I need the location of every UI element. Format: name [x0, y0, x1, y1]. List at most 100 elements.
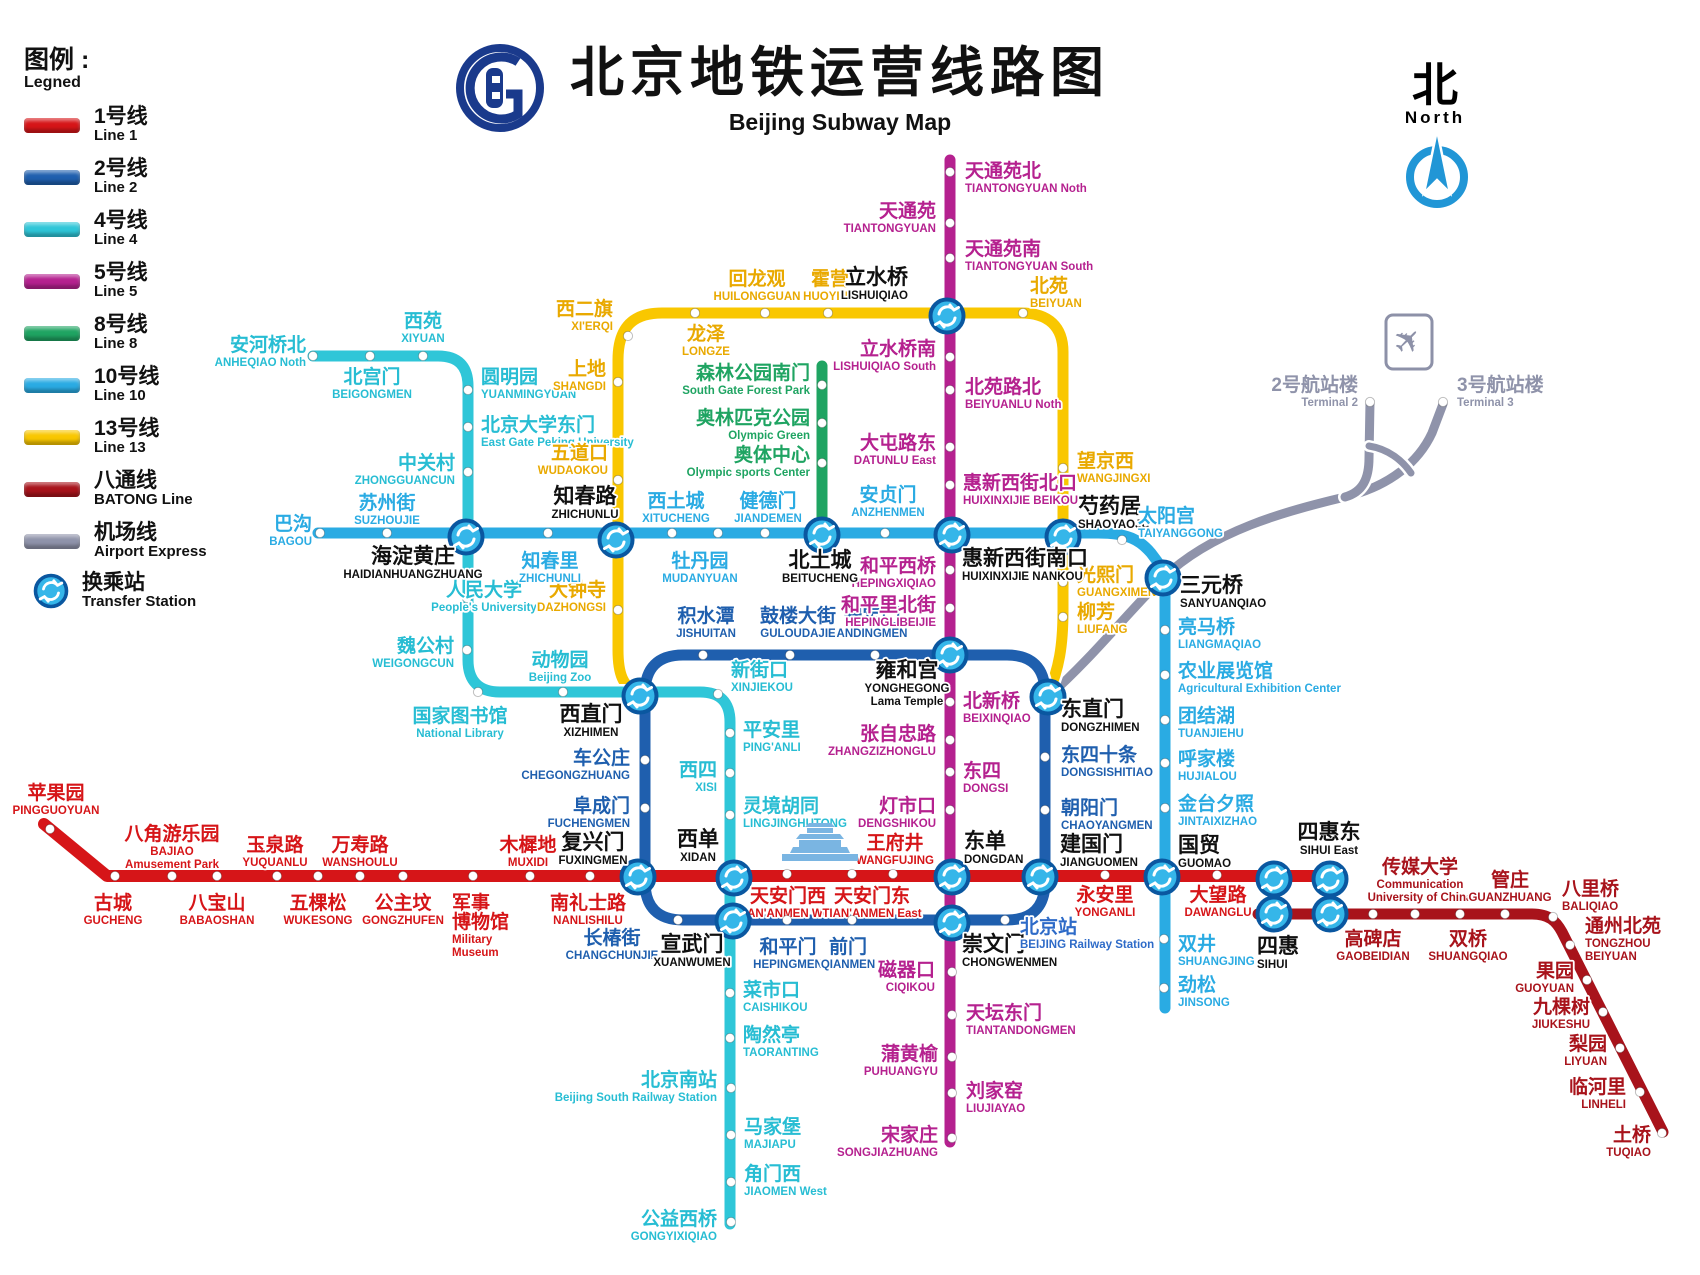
station-dot [1099, 869, 1111, 881]
station-dot [1634, 1086, 1646, 1098]
north-compass-icon [1406, 129, 1468, 208]
station-dot [557, 686, 569, 698]
station-dot [307, 350, 319, 362]
station-dot [724, 727, 736, 739]
station-dot [467, 870, 479, 882]
station-dot [879, 527, 891, 539]
station-dot [622, 330, 634, 342]
station-dot [697, 649, 709, 661]
station-dot [1547, 911, 1559, 923]
station-dot [166, 870, 178, 882]
beijing-subway-logo [456, 44, 544, 132]
station-dot [725, 1216, 737, 1228]
station-dot [639, 754, 651, 766]
legend-color-swatch [24, 429, 80, 445]
legend-item-en: Line 10 [94, 387, 146, 405]
legend-item-en: Line 2 [94, 179, 138, 197]
legend-transfer-en: Transfer Station [82, 593, 197, 611]
station-dot [639, 802, 651, 814]
station-dot [759, 527, 771, 539]
station-dot [725, 1176, 737, 1188]
legend-item-cn: 八通线 [94, 469, 157, 493]
page-subtitle: Beijing Subway Map [728, 109, 952, 135]
station-dot [724, 1032, 736, 1044]
station-dot [944, 166, 956, 178]
station-dot [944, 351, 956, 363]
station-dot [944, 734, 956, 746]
legend-color-swatch [24, 273, 80, 289]
legend-color-swatch [24, 533, 80, 549]
station-dot [944, 441, 956, 453]
legend-color-swatch [24, 325, 80, 341]
station-dot [944, 384, 956, 396]
transfer-station-icon [1144, 559, 1182, 597]
transfer-station-icon [1311, 860, 1349, 898]
station-dot [944, 479, 956, 491]
station-dot [542, 527, 554, 539]
transfer-station-icon [597, 521, 635, 559]
station-dot [397, 870, 409, 882]
station-dot [1158, 933, 1170, 945]
legend-color-swatch [24, 117, 80, 133]
station-dot [1367, 908, 1379, 920]
station-dot [946, 1087, 958, 1099]
station-dot [461, 592, 473, 604]
station-dot [781, 914, 793, 926]
station-dot [1499, 908, 1511, 920]
station-dot [946, 1132, 958, 1144]
station-dot [887, 868, 899, 880]
legend-item-cn: 机场线 [94, 521, 157, 545]
legend-item-en: Line 1 [94, 127, 138, 145]
station-dot [1564, 939, 1576, 951]
station-dot [417, 350, 429, 362]
station-dot [816, 417, 828, 429]
station-dot [725, 1129, 737, 1141]
